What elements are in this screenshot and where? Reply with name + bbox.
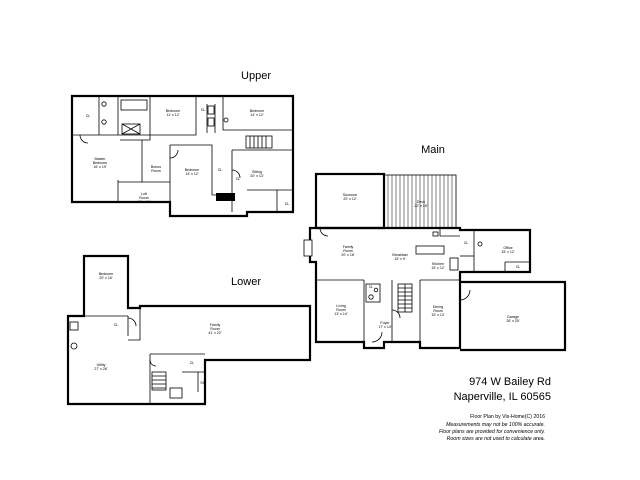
address-line-1: 974 W Bailey Rd	[469, 376, 551, 388]
level-title-main: Main	[421, 144, 445, 156]
upper-stairs	[245, 135, 273, 149]
main-stairs	[397, 283, 413, 313]
toilet-icon	[101, 101, 107, 107]
disclaimer-line-3: Room sizes are not used to calculate are…	[447, 436, 545, 442]
chimney-block	[216, 193, 235, 201]
label-closet: CL	[114, 323, 119, 327]
fireplace	[303, 239, 313, 257]
garage-walls	[460, 280, 567, 352]
disclaimer-line-1: Measurements may not be 100% accurate.	[446, 422, 545, 428]
label-storage: Stg	[200, 381, 205, 385]
label-closet: CL	[86, 114, 91, 118]
lower-stairs	[151, 371, 167, 391]
label-closet: CL	[369, 285, 374, 289]
floor-plan-credit: Floor Plan by Vis-Home(C) 2016	[470, 414, 545, 420]
label-closet: CL	[218, 168, 223, 172]
sink-icon	[101, 119, 107, 125]
label-closet: CL	[464, 241, 469, 245]
upper-level-plan	[70, 94, 295, 218]
kitchen-island	[415, 245, 445, 255]
disclaimer-line-2: Floor plans are provided for convenience…	[439, 429, 545, 435]
label-closet: CL	[516, 265, 521, 269]
furnace-icon	[70, 342, 78, 350]
lower-level-plan	[66, 254, 312, 406]
label-closet: CL	[236, 177, 241, 181]
level-title-lower: Lower	[231, 276, 261, 288]
label-closet: CL	[190, 361, 195, 365]
sunroom-walls	[314, 172, 386, 230]
label-closet: CL	[285, 202, 290, 206]
level-title-upper: Upper	[241, 70, 271, 82]
main-level-plan	[303, 172, 567, 352]
label-closet: CL	[201, 108, 206, 112]
water-heater	[69, 321, 79, 331]
address-line-2: Naperville, IL 60565	[454, 391, 551, 403]
shower	[121, 123, 141, 135]
bathtub	[120, 99, 148, 111]
